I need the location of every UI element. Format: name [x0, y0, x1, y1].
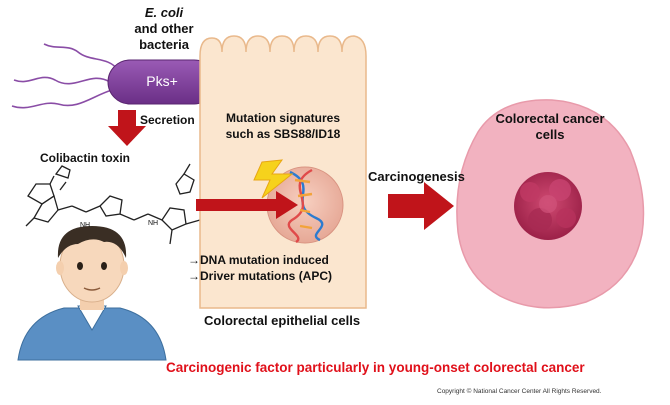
- epithelial-cells-caption: Colorectal epithelial cells: [204, 313, 361, 328]
- colibactin-molecule: [25, 165, 201, 245]
- young-man-illustration: [17, 226, 167, 361]
- mutation-signatures-line2: such as SBS88/ID18: [225, 127, 341, 141]
- dna-helix-icon: [287, 168, 324, 244]
- molecule-nh-label: NH: [148, 220, 159, 227]
- bottom-caption: Carcinogenic factor particularly in youn…: [166, 360, 585, 375]
- lightning-icon: [253, 159, 294, 199]
- toxin-to-cell-arrow: [196, 191, 298, 219]
- driver-mutations-text: →Driver mutations (APC): [188, 269, 333, 283]
- dna-mutation-text: →DNA mutation induced: [188, 253, 329, 267]
- secretion-label: Secretion: [140, 113, 195, 127]
- secretion-arrow: [108, 110, 146, 146]
- epithelial-cell: [199, 35, 367, 309]
- carcinogenesis-label: Carcinogenesis: [368, 169, 465, 184]
- pks-badge: Pks+: [146, 73, 178, 89]
- colibactin-toxin-label: Colibactin toxin: [40, 151, 130, 165]
- bacteria-name-line1: E. coli: [144, 5, 184, 20]
- bacteria-name-line3: bacteria: [139, 37, 189, 52]
- molecule-nh-label: NH: [80, 222, 91, 229]
- copyright-notice: Copyright © National Cancer Center All R…: [437, 388, 602, 395]
- tumor-mass: [514, 172, 582, 240]
- colibactin-molecule-right: [175, 163, 195, 195]
- carcinogenesis-arrow: [388, 182, 454, 230]
- mutation-signatures-line1: Mutation signatures: [225, 111, 340, 125]
- bacteria-name-line2: and other: [134, 21, 194, 36]
- cancer-cells-label-line1: Colorectal cancer: [495, 111, 605, 126]
- cancer-cells-label-line2: cells: [535, 127, 565, 142]
